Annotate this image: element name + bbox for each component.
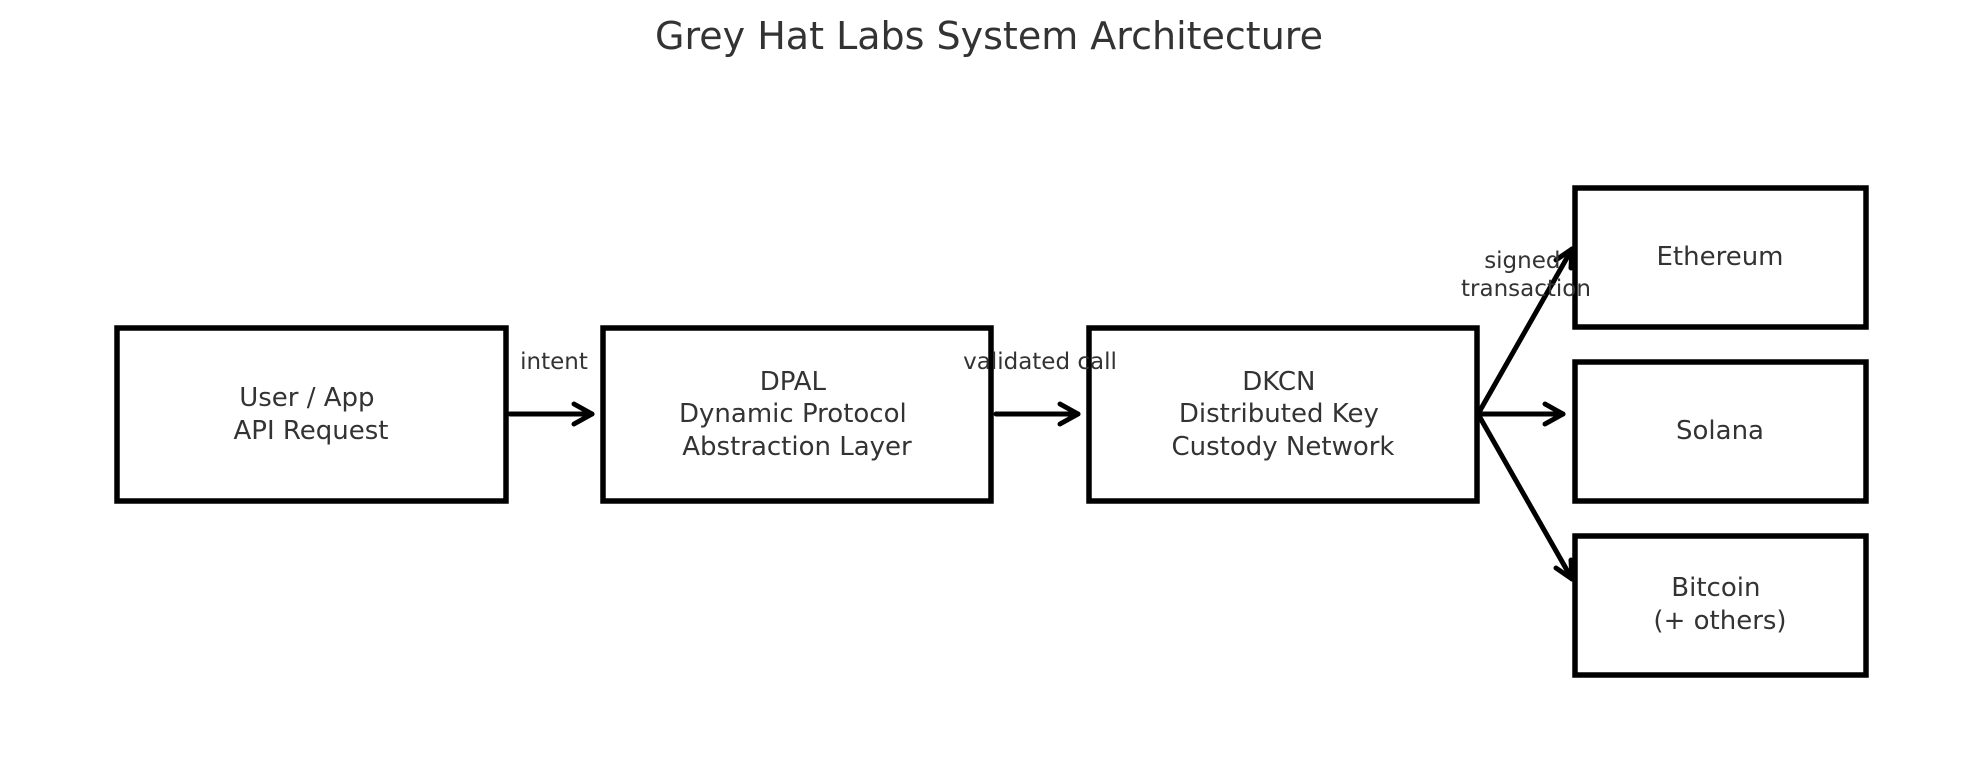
edge-dkcn-to-ethereum	[1475, 246, 1575, 417]
node-dpal-line-2: Dynamic Protocol	[679, 399, 907, 429]
edge-dkcn-to-ethereum-arrowhead	[1553, 246, 1575, 271]
edge-label-signed-transaction-line-1: signed	[1484, 248, 1560, 274]
svg-text:User / App API Request: User / App API Request	[233, 383, 388, 446]
node-user-app-line-1: User / App	[239, 383, 374, 413]
node-bitcoin-line-2: (+ others)	[1653, 606, 1786, 636]
edge-user-to-dpal-arrowhead	[571, 401, 595, 427]
svg-text:DPAL Dynamic Protocol: DPAL Dynamic Protocol Abstraction Layer	[679, 367, 915, 462]
edge-label-signed-transaction: signed transaction	[1461, 248, 1591, 302]
edge-dpal-to-dkcn	[993, 401, 1081, 427]
edge-dkcn-to-ethereum-line	[1475, 246, 1575, 417]
node-solana-line-1: Solana	[1676, 416, 1764, 446]
edge-dkcn-to-solana	[1475, 401, 1566, 427]
node-dkcn-line-3: Custody Network	[1172, 432, 1395, 462]
node-dkcn: DKCN Distributed Key Custody Network	[1086, 325, 1480, 504]
node-dpal-box	[600, 325, 994, 504]
node-bitcoin: Bitcoin (+ others)	[1572, 533, 1869, 678]
edge-dkcn-to-bitcoin	[1475, 411, 1575, 582]
node-dkcn-line-2: Distributed Key	[1179, 399, 1379, 429]
edge-label-signed-transaction-line-2: transaction	[1461, 276, 1591, 302]
edge-label-validated-call: validated call	[963, 349, 1117, 375]
node-dpal-line-1: DPAL	[760, 367, 827, 397]
node-ethereum-line-1: Ethereum	[1656, 242, 1783, 272]
edge-dkcn-to-bitcoin-line	[1475, 411, 1575, 582]
node-dkcn-line-1: DKCN	[1242, 367, 1315, 397]
node-user-app-line-2: API Request	[233, 416, 388, 446]
svg-text:Solana: Solana	[1676, 416, 1764, 446]
diagram-title: Grey Hat Labs System Architecture	[655, 14, 1323, 58]
svg-text:Ethereum: Ethereum	[1656, 242, 1783, 272]
node-solana-box	[1572, 359, 1869, 504]
node-ethereum: Ethereum	[1572, 185, 1869, 330]
node-bitcoin-line-1: Bitcoin	[1671, 573, 1760, 603]
node-solana: Solana	[1572, 359, 1869, 504]
svg-text:Bitcoin (+ others): Bitcoin (+ others)	[1653, 573, 1786, 636]
node-user-app-box	[114, 325, 509, 504]
edge-label-intent: intent	[520, 349, 588, 375]
svg-text:DKCN Distributed Key: DKCN Distributed Key Custody Network	[1172, 367, 1395, 462]
node-dpal: DPAL Dynamic Protocol Abstraction Layer	[600, 325, 994, 504]
edge-user-to-dpal	[507, 401, 595, 427]
node-bitcoin-box	[1572, 533, 1869, 678]
edge-dpal-to-dkcn-arrowhead	[1057, 401, 1081, 427]
node-ethereum-box	[1572, 185, 1869, 330]
edge-dkcn-to-bitcoin-arrowhead	[1553, 557, 1575, 582]
node-dpal-line-3: Abstraction Layer	[682, 432, 912, 462]
node-user-app: User / App API Request	[114, 325, 509, 504]
edge-dkcn-to-solana-arrowhead	[1542, 401, 1566, 427]
